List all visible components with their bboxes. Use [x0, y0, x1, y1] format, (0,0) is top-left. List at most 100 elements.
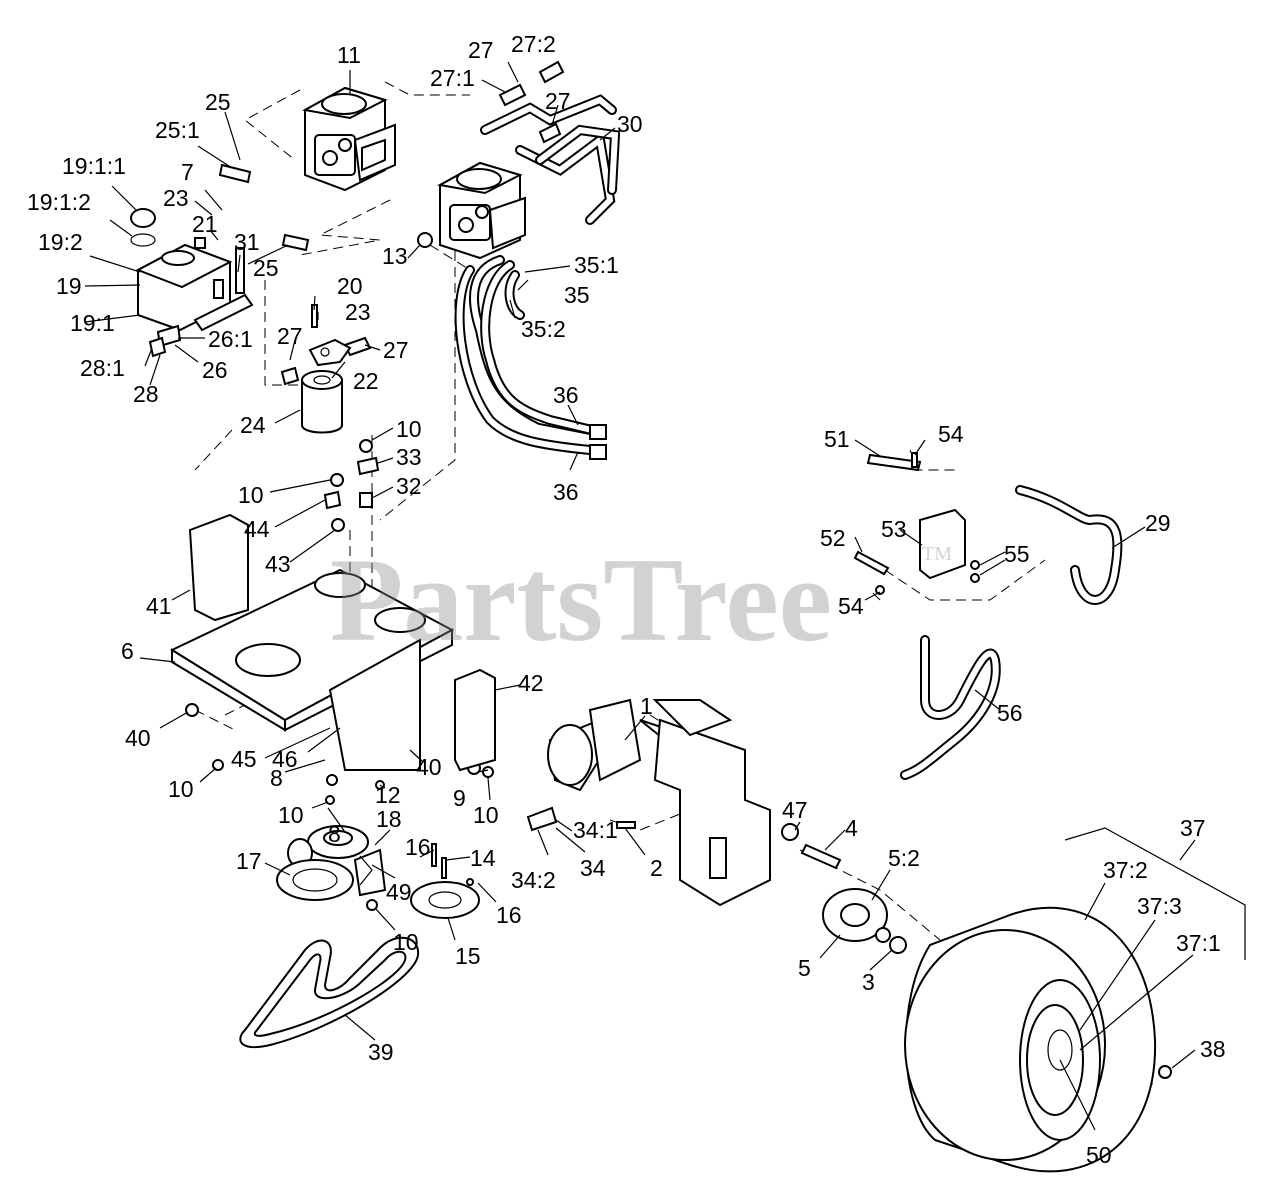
callout-10-d: 10 — [473, 802, 499, 828]
callout-32: 32 — [396, 473, 422, 499]
callout-55: 55 — [1004, 541, 1030, 567]
drive-belt — [239, 936, 420, 1049]
hydraulic-lines-30 — [480, 94, 621, 225]
callout-15: 15 — [455, 943, 481, 969]
callout-27: 27 — [468, 37, 494, 63]
callout-19: 19 — [56, 273, 82, 299]
callout-39: 39 — [368, 1039, 394, 1065]
callout-19-2: 19:2 — [38, 229, 83, 255]
callout-56: 56 — [997, 700, 1023, 726]
callout-49: 49 — [386, 879, 412, 905]
callout-35-1: 35:1 — [574, 252, 619, 278]
callout-10-c: 10 — [168, 776, 194, 802]
callout-26-1: 26:1 — [208, 326, 253, 352]
callout-38: 38 — [1200, 1036, 1226, 1062]
callout-12: 12 — [375, 782, 401, 808]
callout-11: 11 — [337, 42, 361, 68]
callout-54-a: 54 — [938, 421, 964, 447]
callout-5: 5 — [798, 955, 811, 981]
callout-42: 42 — [518, 670, 544, 696]
gearbox — [526, 698, 771, 907]
callout-33: 33 — [396, 444, 422, 470]
callout-37-2: 37:2 — [1103, 857, 1148, 883]
callout-8-b: 8 — [328, 821, 341, 847]
callout-43: 43 — [265, 551, 291, 577]
callout-29: 29 — [1145, 510, 1171, 536]
callout-37-1: 37:1 — [1176, 930, 1221, 956]
callout-10-a: 10 — [396, 416, 422, 442]
callout-54-b: 54 — [838, 593, 864, 619]
callout-19-1-1: 19:1:1 — [62, 153, 126, 179]
callout-labels: 11 27 27:2 27:1 25 25:1 27 30 19:1:1 7 2… — [27, 31, 1226, 1168]
callout-19-1: 19:1 — [70, 310, 115, 336]
callout-27-c: 27 — [277, 323, 303, 349]
callout-34: 34 — [580, 855, 606, 881]
callout-53: 53 — [881, 516, 907, 542]
callout-26: 26 — [202, 357, 228, 383]
callout-47: 47 — [782, 797, 808, 823]
callout-20: 20 — [337, 273, 363, 299]
callout-35-2: 35:2 — [521, 316, 566, 342]
wheel-hub — [781, 823, 907, 954]
callout-19-1-2: 19:1:2 — [27, 189, 91, 215]
callout-4: 4 — [845, 815, 858, 841]
callout-23-a: 23 — [163, 185, 189, 211]
callout-18: 18 — [376, 806, 402, 832]
pulley-assembly — [276, 825, 480, 919]
callout-27-2: 27:2 — [511, 31, 556, 57]
callout-30: 30 — [617, 111, 643, 137]
hydraulic-pump-right — [417, 161, 526, 260]
callout-36-b: 36 — [553, 479, 579, 505]
callout-7: 7 — [181, 159, 194, 185]
callout-3: 3 — [862, 969, 875, 995]
leader-lines — [84, 61, 1246, 1131]
hydraulic-pump-left — [302, 86, 396, 192]
callout-5-2: 5:2 — [888, 845, 920, 871]
callout-9: 9 — [453, 785, 466, 811]
callout-2: 2 — [650, 855, 663, 881]
callout-10-f: 10 — [393, 929, 419, 955]
callout-27-1: 27:1 — [430, 65, 475, 91]
callout-52: 52 — [820, 525, 846, 551]
callout-28-1: 28:1 — [80, 355, 125, 381]
callout-37-3: 37:3 — [1137, 893, 1182, 919]
callout-46: 46 — [272, 746, 298, 772]
callout-13: 13 — [382, 243, 408, 269]
main-frame — [169, 513, 496, 772]
callout-40-a: 40 — [125, 725, 151, 751]
callout-14: 14 — [470, 845, 496, 871]
callout-37: 37 — [1180, 815, 1206, 841]
callout-10-e: 10 — [278, 802, 304, 828]
callout-27-b: 27 — [545, 88, 571, 114]
wheel-tire — [904, 906, 1172, 1173]
callout-6: 6 — [121, 638, 134, 664]
callout-25: 25 — [205, 89, 231, 115]
hydraulic-reservoir — [130, 208, 233, 358]
callout-10-b: 10 — [238, 482, 264, 508]
callout-35: 35 — [564, 282, 590, 308]
callout-28: 28 — [133, 381, 159, 407]
callout-17: 17 — [236, 848, 262, 874]
callout-16-b: 16 — [496, 902, 522, 928]
filter-assembly — [193, 247, 352, 434]
callout-27-d: 27 — [383, 337, 409, 363]
callout-24: 24 — [240, 412, 266, 438]
callout-8-a: 8 — [270, 765, 283, 791]
callout-31: 31 — [234, 229, 260, 255]
callout-34-2: 34:2 — [511, 867, 556, 893]
callout-40-b: 40 — [416, 754, 442, 780]
callout-1: 1 — [640, 693, 653, 719]
callout-41: 41 — [146, 593, 172, 619]
callout-50: 50 — [1086, 1142, 1112, 1168]
callout-44: 44 — [244, 516, 270, 542]
callout-51: 51 — [824, 426, 850, 452]
callout-22: 22 — [353, 368, 379, 394]
callout-16-a: 16 — [405, 834, 431, 860]
callout-25-b: 25 — [253, 255, 279, 281]
right-bracket-assembly — [853, 452, 1123, 780]
callout-34-1: 34:1 — [573, 817, 618, 843]
fittings-top — [218, 60, 565, 386]
hoses-36 — [454, 255, 607, 460]
callout-45: 45 — [231, 746, 257, 772]
